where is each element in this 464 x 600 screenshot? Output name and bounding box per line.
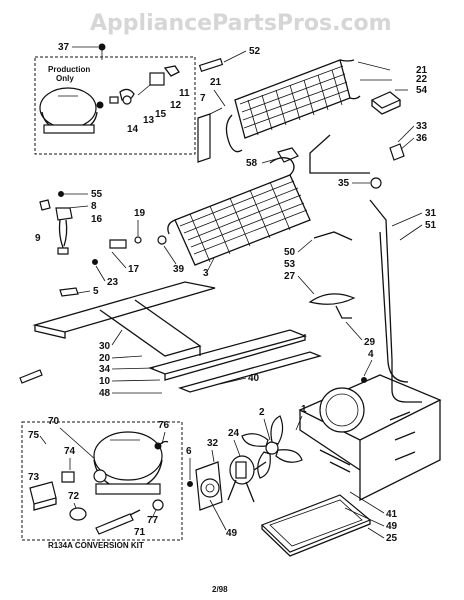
label-12: 12: [170, 100, 182, 111]
label-31: 31: [425, 208, 437, 219]
label-14: 14: [127, 124, 139, 135]
grommet-35: [370, 177, 382, 189]
production-label: Production: [48, 65, 90, 74]
label-73: 73: [28, 472, 40, 483]
part-17: [109, 239, 127, 249]
label-2: 2: [259, 407, 265, 418]
label-50: 50: [284, 247, 296, 258]
compressor-kit-70: [93, 431, 169, 495]
label-58: 58: [246, 158, 258, 169]
label-6: 6: [186, 446, 192, 457]
only-label: Only: [56, 74, 74, 83]
label-4: 4: [368, 349, 374, 360]
tube-31: [369, 199, 422, 403]
label-36: 36: [416, 133, 428, 144]
drier-71: [95, 509, 141, 535]
label-3: 3: [203, 268, 209, 279]
conversion-kit-box: [21, 421, 183, 541]
part-74: [61, 471, 75, 483]
label-40: 40: [248, 373, 260, 384]
label-71: 71: [134, 527, 146, 538]
condenser-coil: [225, 59, 361, 153]
label-8: 8: [91, 201, 97, 212]
label-72: 72: [68, 491, 80, 502]
label-34: 34: [99, 364, 111, 375]
tube-51: [379, 231, 409, 383]
label-32: 32: [207, 438, 219, 449]
clip-36: [389, 143, 405, 161]
part-left-pin: [19, 369, 43, 384]
part-54: [370, 91, 402, 115]
grommet-77: [152, 499, 164, 511]
part-27: [308, 293, 356, 305]
label-7: 7: [200, 93, 206, 104]
label-53: 53: [284, 259, 296, 270]
watermark: AppliancePartsPros.com: [90, 11, 392, 36]
label-9: 9: [35, 233, 41, 244]
label-23: 23: [107, 277, 119, 288]
label-22: 22: [416, 74, 428, 85]
label-10: 10: [99, 376, 111, 387]
drier-52: [198, 57, 224, 73]
footer-date: 2/98: [212, 585, 228, 594]
label-25: 25: [386, 533, 398, 544]
label-37: 37: [58, 42, 70, 53]
production-only-box: [34, 56, 196, 155]
label-52: 52: [249, 46, 261, 57]
label-39: 39: [173, 264, 185, 275]
label-49b: 49: [386, 521, 398, 532]
label-33: 33: [416, 121, 428, 132]
compressor-production: [39, 87, 104, 134]
grommet-39: [157, 235, 167, 245]
label-17: 17: [128, 264, 140, 275]
fan-motor-24: [227, 455, 267, 503]
label-13: 13: [143, 115, 155, 126]
label-30: 30: [99, 341, 111, 352]
overload-72: [69, 507, 87, 521]
label-35: 35: [338, 178, 350, 189]
bracket-7: [197, 113, 211, 163]
part-5: [59, 287, 79, 297]
label-74: 74: [64, 446, 76, 457]
compressor-base-plate: [298, 374, 442, 502]
label-48: 48: [99, 388, 111, 399]
label-29: 29: [364, 337, 376, 348]
label-20: 20: [99, 353, 111, 364]
relay-parts: [109, 65, 180, 105]
drain-pan-25: [260, 494, 372, 557]
kit-title: R134A CONVERSION KIT: [48, 541, 144, 550]
label-19: 19: [134, 208, 146, 219]
label-49a: 49: [226, 528, 238, 539]
part-50: [313, 231, 353, 241]
label-24: 24: [228, 428, 240, 439]
label-51: 51: [425, 220, 437, 231]
fan-blade-2: [241, 415, 303, 479]
base-frame: [32, 281, 323, 393]
label-5: 5: [93, 286, 99, 297]
overload-16: [55, 207, 73, 255]
fan-bracket-32: [195, 461, 223, 511]
evaporator-3: [167, 157, 311, 266]
label-54: 54: [416, 85, 428, 96]
label-21a: 21: [416, 65, 428, 76]
tube-33: [309, 134, 370, 174]
label-77: 77: [147, 515, 159, 526]
label-70: 70: [48, 416, 60, 427]
label-41: 41: [386, 509, 398, 520]
screw-37: [98, 43, 106, 51]
label-21b: 21: [210, 77, 222, 88]
part-58: [277, 147, 299, 163]
relay-73: [29, 481, 57, 511]
label-16: 16: [91, 214, 103, 225]
label-75: 75: [28, 430, 40, 441]
label-1: 1: [301, 404, 307, 415]
label-11: 11: [179, 88, 190, 99]
label-55: 55: [91, 189, 103, 200]
label-15: 15: [155, 109, 167, 120]
label-27: 27: [284, 271, 296, 282]
label-76: 76: [158, 420, 170, 431]
